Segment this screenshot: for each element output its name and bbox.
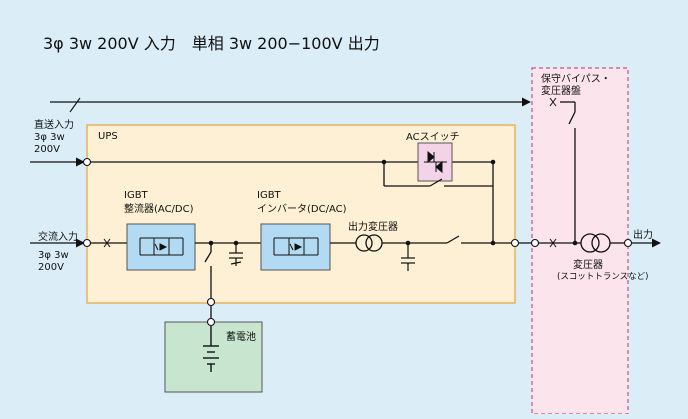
igbt-icon bbox=[273, 237, 319, 256]
ac-input-line3: 200V bbox=[38, 262, 64, 273]
battery-terminal bbox=[206, 317, 216, 327]
ups-output-terminal bbox=[510, 238, 520, 248]
ups-label: UPS bbox=[98, 131, 118, 142]
battery-breaker bbox=[204, 251, 212, 263]
rectifier-label-line1: IGBT bbox=[124, 190, 149, 201]
bypass-transformer-panel bbox=[531, 67, 629, 415]
transformer-label-line2: (スコットトランスなど) bbox=[557, 272, 648, 282]
inverter-label-line1: IGBT bbox=[257, 190, 282, 201]
output-label: 出力 bbox=[633, 228, 653, 241]
battery-box bbox=[164, 321, 263, 393]
battery-terminal-top bbox=[206, 297, 216, 307]
dc-capacitor-icon bbox=[229, 243, 243, 266]
bypass-tap-mark bbox=[69, 97, 81, 113]
input-breaker-icon bbox=[103, 238, 111, 248]
transformer-label-line1: 変圧器 bbox=[573, 258, 603, 271]
thyristor-icon bbox=[424, 150, 447, 174]
ac-input-terminal bbox=[82, 238, 92, 248]
inverter-label-line2: インバータ(DC/AC) bbox=[257, 203, 347, 215]
battery-label: 蓄電池 bbox=[226, 330, 256, 343]
ac-input-line1: 交流入力 bbox=[38, 230, 78, 243]
bypass-input-line2: 3φ 3w bbox=[34, 132, 65, 143]
output-transformer-label: 出力変圧器 bbox=[348, 220, 398, 233]
ac-input-line2: 3φ 3w bbox=[38, 250, 69, 261]
battery-icon bbox=[203, 326, 219, 372]
maint-bypass-switch bbox=[568, 111, 576, 125]
panel-breaker-icon bbox=[549, 238, 557, 248]
output-node bbox=[490, 240, 496, 246]
bypass-breaker bbox=[429, 178, 443, 187]
diagram-title: 3φ 3w 200V 入力 単相 3w 200−100V 出力 bbox=[43, 34, 380, 53]
panel-label-line2: 変圧器盤 bbox=[541, 84, 581, 97]
panel-label-line1: 保守バイパス・ bbox=[541, 72, 611, 85]
output-terminal bbox=[623, 238, 633, 248]
bypass-input-line1: 直送入力 bbox=[34, 118, 74, 131]
filter-capacitor-icon bbox=[401, 243, 415, 271]
ac-switch-label: ACスイッチ bbox=[406, 131, 460, 143]
bypass-breaker-icon bbox=[549, 97, 557, 107]
igbt-icon bbox=[139, 237, 184, 256]
bypass-input-line3: 200V bbox=[34, 144, 60, 155]
rectifier-label-line2: 整流器(AC/DC) bbox=[124, 202, 194, 215]
bypass-input-terminal bbox=[82, 157, 92, 167]
panel-input-terminal bbox=[530, 238, 540, 248]
output-breaker bbox=[446, 235, 460, 244]
